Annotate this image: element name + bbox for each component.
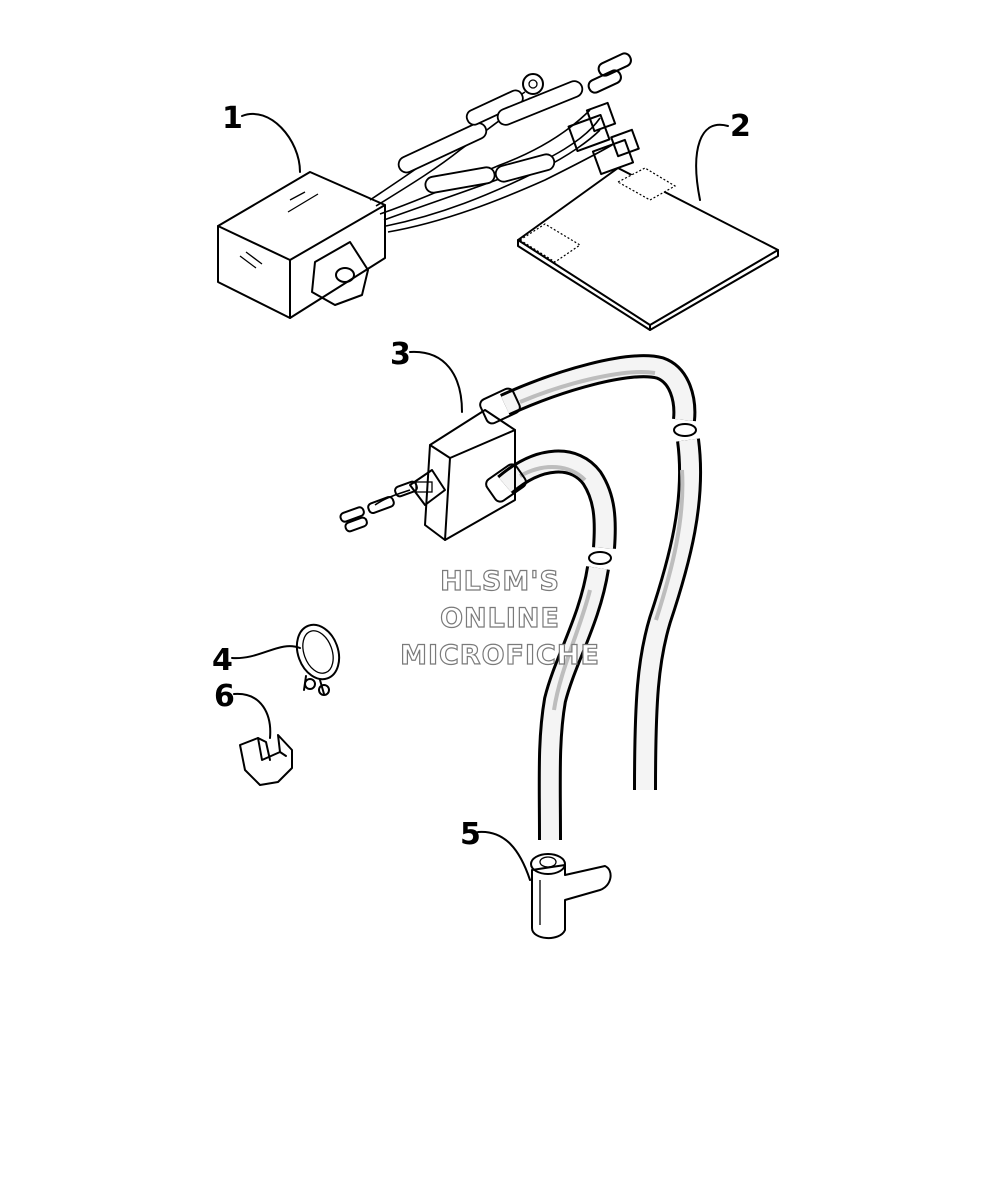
callout-1: 1 <box>222 101 243 136</box>
callout-5: 5 <box>460 817 481 852</box>
callout-4: 4 <box>212 643 233 678</box>
ignition-coil-icon <box>339 354 703 841</box>
cdi-module-icon <box>217 52 640 319</box>
callout-2: 2 <box>730 109 751 144</box>
callout-3: 3 <box>390 337 411 372</box>
wire-clip-icon <box>239 734 293 786</box>
watermark-line-3: MICROFICHE <box>400 640 600 671</box>
spark-plug-cap-icon <box>530 853 612 939</box>
hose-clamp-icon <box>295 623 341 696</box>
leader-lines <box>231 113 729 881</box>
instruction-sheet-icon <box>517 167 779 331</box>
watermark: HLSM'S ONLINE MICROFICHE <box>399 565 600 671</box>
watermark-line-1: HLSM'S <box>440 566 560 597</box>
callout-6: 6 <box>214 679 235 714</box>
watermark-line-2: ONLINE <box>440 603 560 634</box>
